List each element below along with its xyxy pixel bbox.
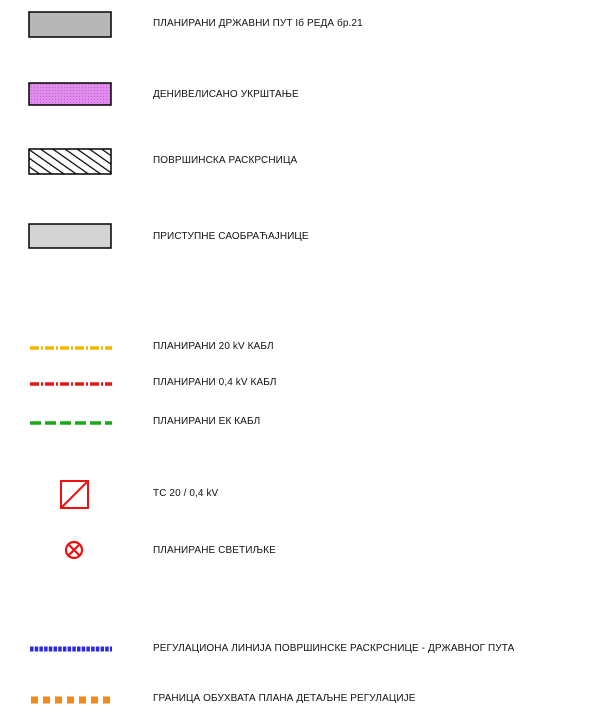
legend-item-street-lights: ПЛАНИРАНЕ СВЕТИЉКЕ (0, 531, 603, 571)
light-gray-box-icon (28, 217, 112, 257)
legend-label: РЕГУЛАЦИОНА ЛИНИЈА ПОВРШИНСКЕ РАСКРСНИЦЕ… (153, 643, 515, 654)
transformer-station-icon (28, 474, 112, 514)
green-dashed-line-icon (28, 402, 112, 442)
legend-label: ПЛАНИРАНИ 20 kV КАБЛ (153, 341, 274, 352)
legend-label: ПЛАНИРАНЕ СВЕТИЉКЕ (153, 545, 276, 556)
legend-item-surface-intersection: ПОВРШИНСКА РАСКРСНИЦА (0, 141, 603, 181)
legend-label: ПОВРШИНСКА РАСКРСНИЦА (153, 155, 298, 166)
street-light-icon (28, 531, 112, 571)
legend-item-transformer-station: ТС 20 / 0,4 kV (0, 474, 603, 514)
legend-item-04kv-cable: ПЛАНИРАНИ 0,4 kV КАБЛ (0, 363, 603, 403)
legend-label: ГРАНИЦА ОБУХВАТА ПЛАНА ДЕТАЉНЕ РЕГУЛАЦИЈ… (153, 693, 416, 704)
legend-item-plan-boundary: ГРАНИЦА ОБУХВАТА ПЛАНА ДЕТАЉНЕ РЕГУЛАЦИЈ… (0, 679, 603, 719)
hatched-box-icon (28, 141, 112, 181)
legend-item-state-road: ПЛАНИРАНИ ДРЖАВНИ ПУТ Iб РЕДА бр.21 (0, 4, 603, 44)
legend-item-20kv-cable: ПЛАНИРАНИ 20 kV КАБЛ (0, 327, 603, 367)
red-dashed-line-icon (28, 363, 112, 403)
legend-label: ПЛАНИРАНИ 0,4 kV КАБЛ (153, 377, 277, 388)
yellow-dashed-line-icon (28, 327, 112, 367)
legend-label: ПЛАНИРАНИ ЕК КАБЛ (153, 416, 261, 427)
legend-item-ek-cable: ПЛАНИРАНИ ЕК КАБЛ (0, 402, 603, 442)
legend-label: ПРИСТУПНЕ САОБРАЋАЈНИЦЕ (153, 231, 309, 242)
legend-item-access-roads: ПРИСТУПНЕ САОБРАЋАЈНИЦЕ (0, 217, 603, 257)
gray-road-box-icon (28, 4, 112, 44)
orange-boundary-line-icon (28, 679, 112, 719)
violet-box-icon (28, 75, 112, 115)
legend-label: ТС 20 / 0,4 kV (153, 488, 219, 499)
legend-item-regulation-line: РЕГУЛАЦИОНА ЛИНИЈА ПОВРШИНСКЕ РАСКРСНИЦЕ… (0, 629, 603, 669)
legend-label: ПЛАНИРАНИ ДРЖАВНИ ПУТ Iб РЕДА бр.21 (153, 18, 363, 29)
blue-regulation-line-icon (28, 629, 112, 669)
legend-label: ДЕНИВЕЛИСАНО УКРШТАЊЕ (153, 89, 299, 100)
legend-item-interchange: ДЕНИВЕЛИСАНО УКРШТАЊЕ (0, 75, 603, 115)
